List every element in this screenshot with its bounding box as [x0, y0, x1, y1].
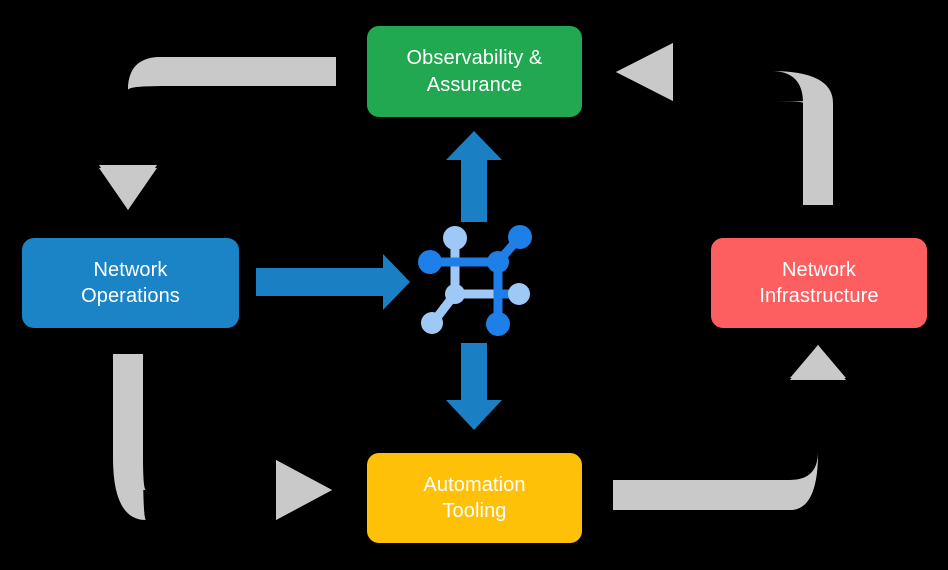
node-automation-tooling-label: Automation Tooling [423, 473, 526, 522]
topology-links-light [430, 235, 503, 325]
arrow-operations-to-automation [113, 354, 332, 520]
topology-nodes-dark [418, 225, 532, 336]
node-network-infrastructure[interactable]: Network Infrastructure [711, 238, 927, 328]
arrow-center-to-automation [446, 343, 502, 430]
node-network-operations[interactable]: Network Operations [22, 238, 239, 328]
node-observability-assurance[interactable]: Observability & Assurance [367, 26, 582, 117]
arrow-observability-to-operations [99, 57, 336, 210]
arrow-operations-to-center [256, 254, 410, 310]
node-network-infrastructure-label: Network Infrastructure [759, 258, 879, 307]
topology-nodes-light [421, 226, 530, 334]
network-topology-svg [418, 225, 532, 336]
node-network-operations-label: Network Operations [81, 258, 180, 307]
node-observability-label: Observability & Assurance [406, 47, 543, 96]
arrow-automation-to-infrastructure [613, 345, 846, 510]
arrow-center-to-observability [446, 131, 502, 222]
arrow-infrastructure-to-observability [616, 43, 833, 205]
node-automation-tooling[interactable]: Automation Tooling [367, 453, 582, 543]
network-topology-icon [418, 222, 536, 340]
